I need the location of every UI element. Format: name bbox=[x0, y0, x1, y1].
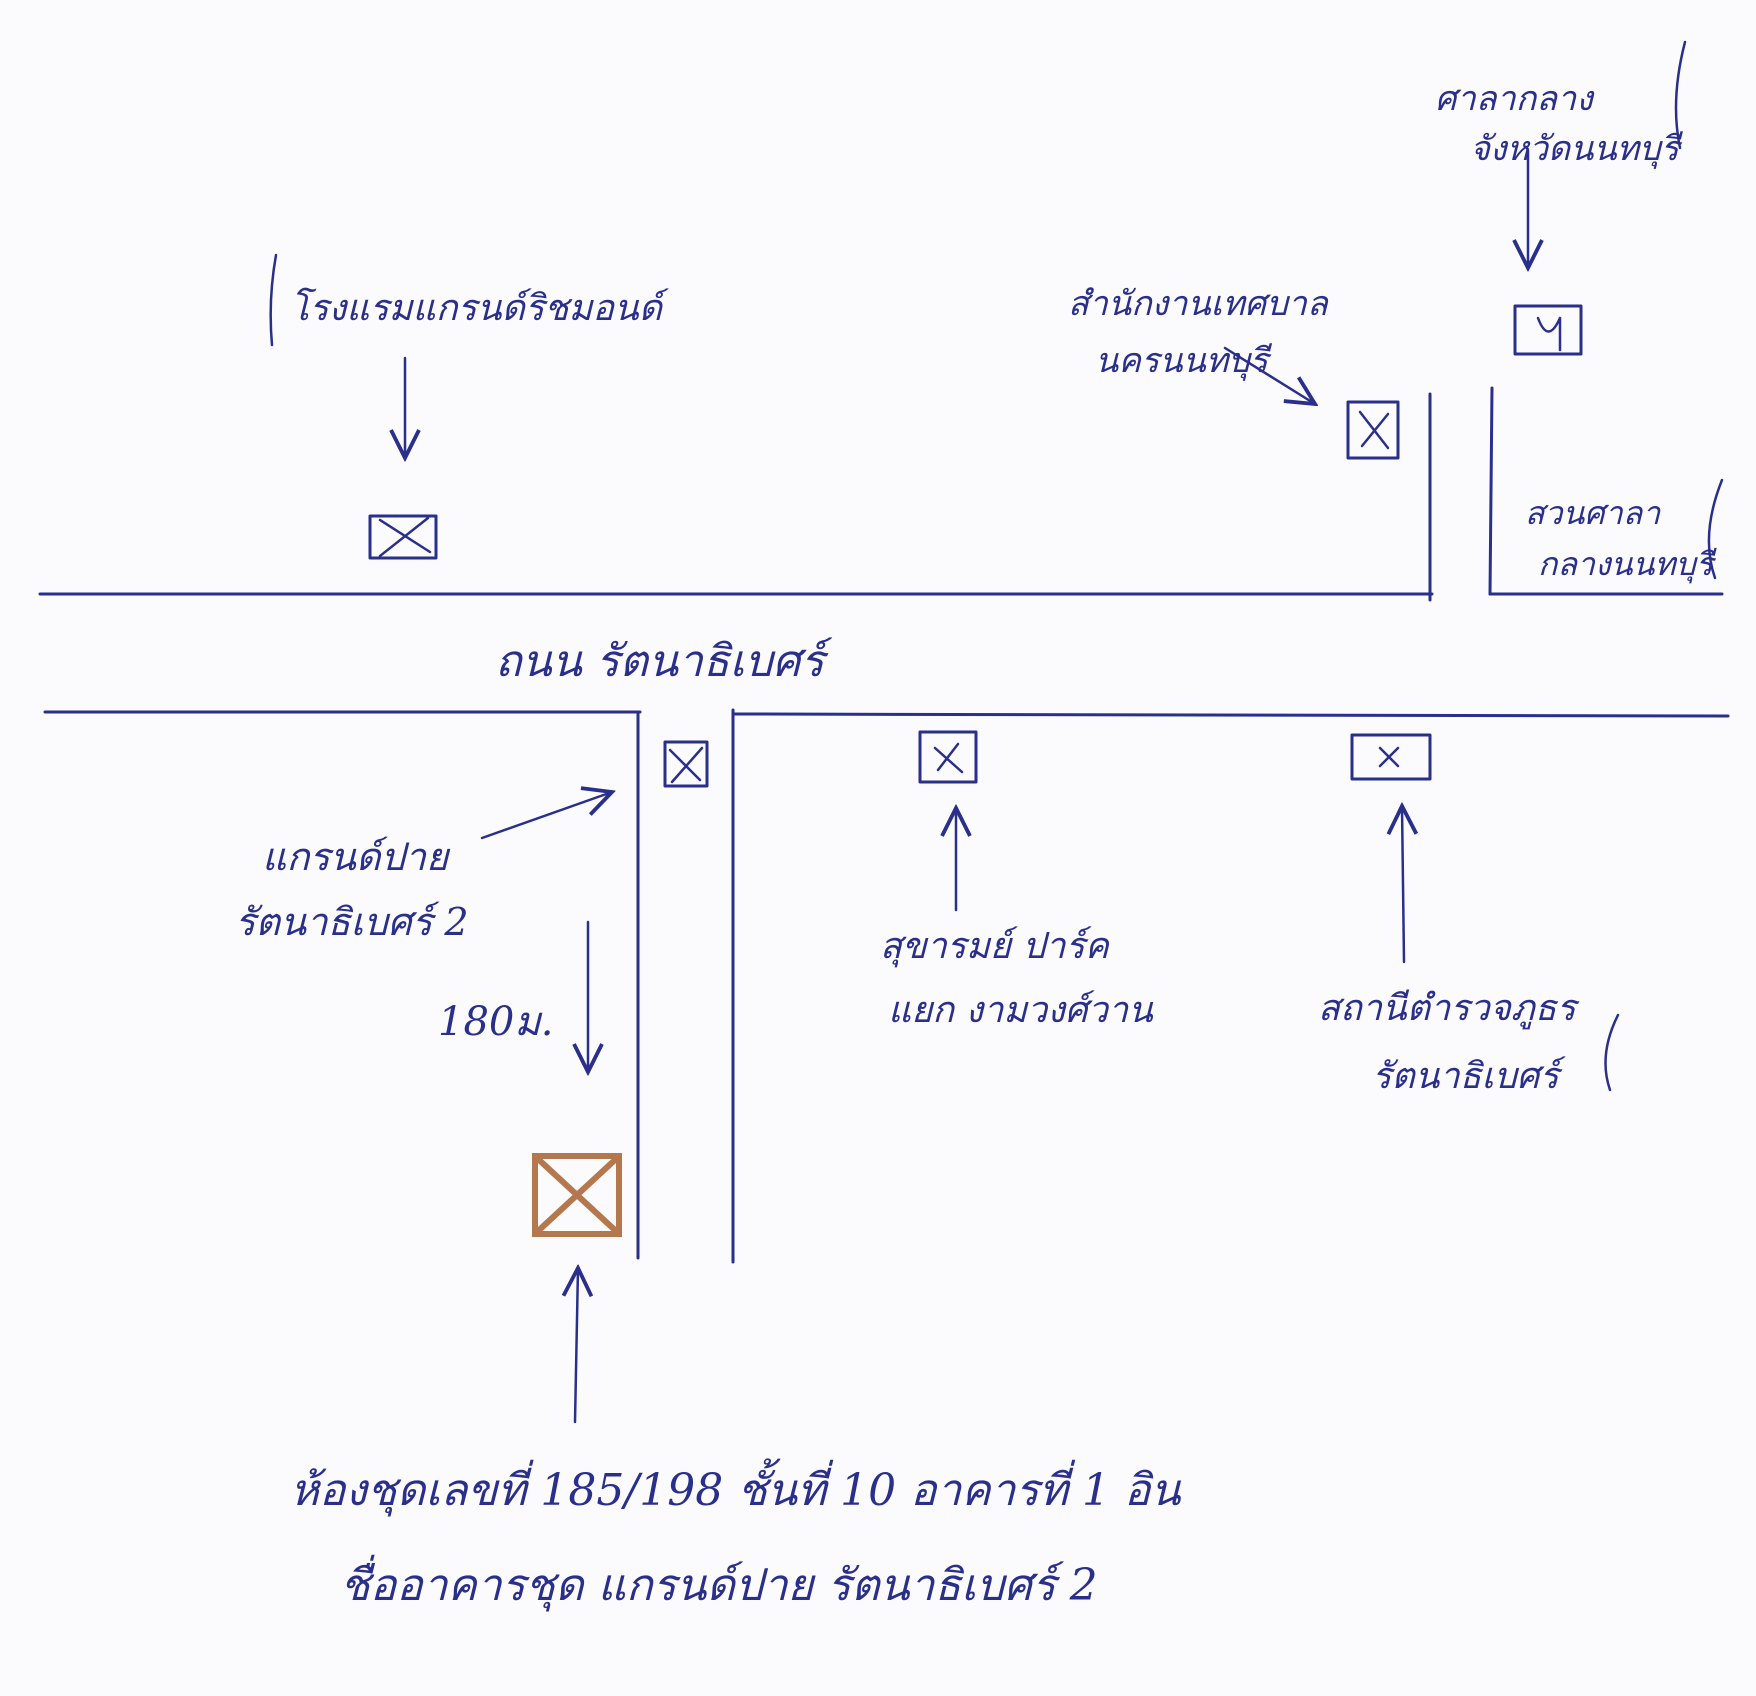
target-property: ห้องชุดเลขที่ 185/198 ชั้นที่ 10 อาคารที… bbox=[290, 1153, 1182, 1612]
condo-entrance-label-line2: รัตนาธิเบศร์ 2 bbox=[235, 900, 469, 944]
sukarom-marker-cross-icon bbox=[933, 742, 964, 774]
park-landmark: สวนศาลา กลางนนทบุรี bbox=[1525, 478, 1724, 584]
court-marker-icon bbox=[1513, 304, 1583, 356]
court-label-line1: ศาลากลาง bbox=[1435, 79, 1595, 119]
hotel-marker-cross-icon bbox=[378, 516, 432, 558]
condo-entrance-arrow bbox=[480, 792, 612, 840]
court-label-line2: จังหวัดนนทบุรี bbox=[1470, 129, 1684, 169]
court-marker-symbol-icon bbox=[1536, 316, 1562, 352]
municipal-office-label-line2: นครนนทบุรี bbox=[1095, 341, 1273, 381]
court-landmark: ศาลากลาง จังหวัดนนทบุรี bbox=[1435, 40, 1687, 356]
police-bracket-icon bbox=[1604, 1013, 1620, 1092]
police-landmark: สถานีตำรวจภูธร รัตนาธิเบศร์ bbox=[1318, 733, 1620, 1097]
north-side-street bbox=[1428, 386, 1494, 602]
municipal-office-arrow bbox=[1223, 346, 1315, 404]
municipal-office-landmark: สำนักงานเทศบาล นครนนทบุรี bbox=[1068, 284, 1400, 460]
condo-entrance-landmark: แกรนด์ปาย รัตนาธิเบศร์ 2 bbox=[235, 792, 612, 944]
condo-entrance-label-line1: แกรนด์ปาย bbox=[262, 835, 451, 879]
target-label-line1: ห้องชุดเลขที่ 185/198 ชั้นที่ 10 อาคารที… bbox=[290, 1458, 1182, 1517]
distance-label: 180ม. bbox=[438, 999, 553, 1045]
municipal-office-marker-cross-icon bbox=[1358, 410, 1390, 450]
park-bracket-icon bbox=[1707, 478, 1724, 580]
police-marker-icon bbox=[1350, 733, 1432, 781]
municipal-office-marker-icon bbox=[1346, 400, 1400, 460]
sukarom-marker-icon bbox=[918, 730, 978, 784]
police-marker-cross-icon bbox=[1378, 746, 1400, 768]
road-name-label: ถนน รัตนาธิเบศร์ bbox=[495, 636, 833, 687]
hotel-label: โรงแรมแกรนด์ริชมอนด์ bbox=[290, 287, 669, 329]
sukarom-label-line1: สุขารมย์ ปาร์ค bbox=[880, 926, 1111, 968]
police-arrow bbox=[1402, 806, 1404, 964]
hotel-marker-icon bbox=[368, 514, 438, 560]
north-street-east-edge bbox=[1488, 386, 1494, 596]
police-label-line1: สถานีตำรวจภูธร bbox=[1318, 988, 1581, 1030]
soi-corner-marker bbox=[663, 740, 709, 788]
police-label-line2: รัตนาธิเบศร์ bbox=[1372, 1056, 1566, 1097]
main-road bbox=[38, 592, 1730, 718]
soi-corner-marker-cross-icon bbox=[668, 746, 704, 784]
target-marker-icon bbox=[532, 1153, 622, 1237]
park-label-line2: กลางนนทบุรี bbox=[1538, 545, 1717, 584]
distance-indicator: 180ม. bbox=[438, 920, 588, 1072]
road-south-edge-east bbox=[731, 712, 1730, 718]
target-label-line2: ชื่ออาคารชุด แกรนด์ปาย รัตนาธิเบศร์ 2 bbox=[340, 1554, 1098, 1612]
sukarom-label-line2: แยก งามวงศ์วาน bbox=[888, 990, 1154, 1031]
park-label-line1: สวนศาลา bbox=[1525, 494, 1661, 532]
soi-street bbox=[636, 708, 735, 1264]
hotel-bracket-icon bbox=[269, 253, 278, 347]
municipal-office-label-line1: สำนักงานเทศบาล bbox=[1068, 284, 1330, 324]
court-bracket-icon bbox=[1674, 40, 1687, 150]
hotel-landmark: โรงแรมแกรนด์ริชมอนด์ bbox=[269, 253, 669, 560]
soi-corner-marker-icon bbox=[663, 740, 709, 788]
target-arrow bbox=[575, 1268, 578, 1424]
sukarom-landmark: สุขารมย์ ปาร์ค แยก งามวงศ์วาน bbox=[880, 730, 1154, 1031]
target-marker-cross-icon bbox=[534, 1155, 620, 1235]
